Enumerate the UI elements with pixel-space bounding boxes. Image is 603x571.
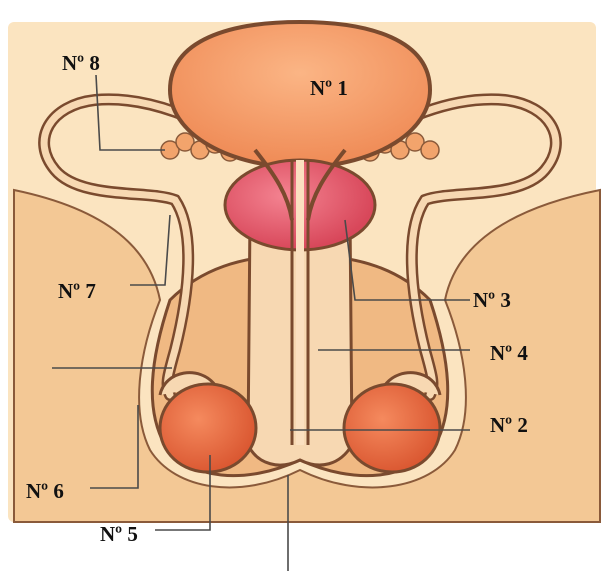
label-n4: Nº 4 [490,341,528,365]
label-n2: Nº 2 [490,413,528,437]
testis-right [344,384,440,472]
testis-left [160,384,256,472]
label-n3: Nº 3 [473,288,511,312]
label-n7: Nº 7 [58,279,96,303]
label-n5: Nº 5 [100,522,138,546]
label-n6: Nº 6 [26,479,64,503]
urethra-lumen [296,160,304,445]
label-n8: Nº 8 [62,51,100,75]
label-n1: Nº 1 [310,76,348,100]
bladder [170,22,430,168]
